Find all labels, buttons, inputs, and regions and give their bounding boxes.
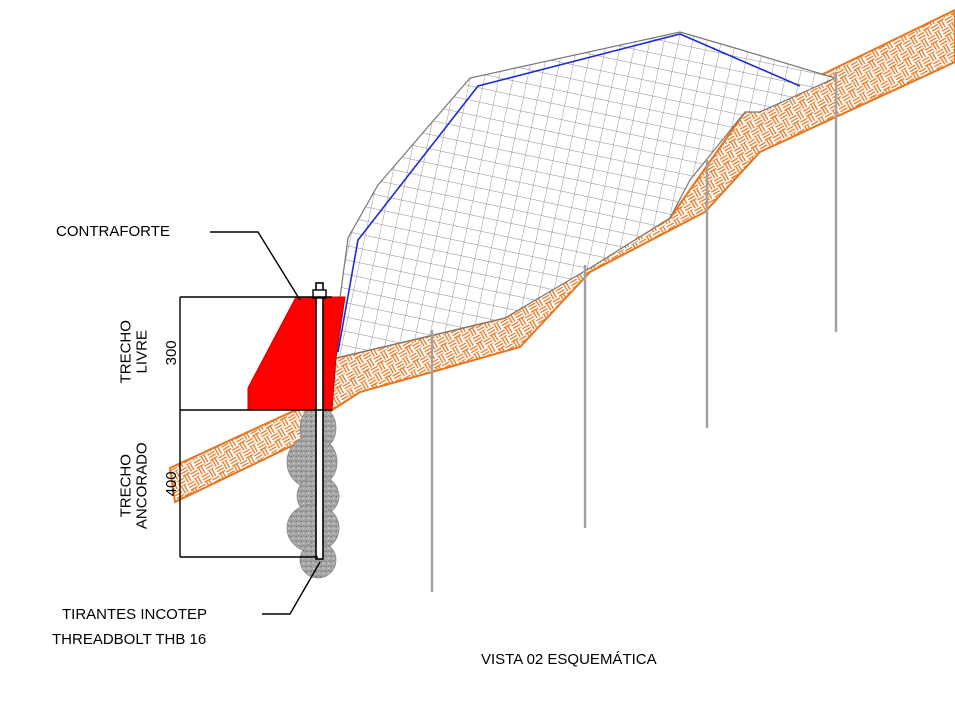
tirantes-label-line1: TIRANTES INCOTEP xyxy=(62,606,208,623)
contraforte-buttress[interactable] xyxy=(247,296,346,411)
trecho-ancorado-line2: ANCORADO xyxy=(133,442,150,530)
trecho-livre-dimension: 300 xyxy=(163,340,181,366)
trecho-livre-line2: LIVRE xyxy=(133,330,150,374)
trecho-ancorado-dimension: 400 xyxy=(163,471,181,497)
landslide-mass xyxy=(331,31,837,359)
trecho-livre-line1: TRECHO xyxy=(117,320,135,384)
tirantes-leader xyxy=(262,561,321,615)
slip-surface-line xyxy=(337,33,801,353)
trecho-ancorado-label: TRECHO ANCORADO xyxy=(117,432,150,540)
anchor-grout-bulbs xyxy=(286,405,340,579)
main-tie-rod[interactable] xyxy=(312,282,327,560)
view-title: VISTA 02 ESQUEMÁTICA xyxy=(481,651,657,668)
contraforte-leader xyxy=(210,231,301,301)
tirantes-label-line2: THREADBOLT THB 16 xyxy=(52,631,207,648)
contraforte-label: CONTRAFORTE xyxy=(56,223,170,240)
trecho-livre-label: TRECHO LIVRE xyxy=(117,310,150,394)
dimension-lines xyxy=(179,296,332,558)
slope-anchor-rods xyxy=(430,72,838,592)
trecho-ancorado-line1: TRECHO xyxy=(117,454,135,518)
